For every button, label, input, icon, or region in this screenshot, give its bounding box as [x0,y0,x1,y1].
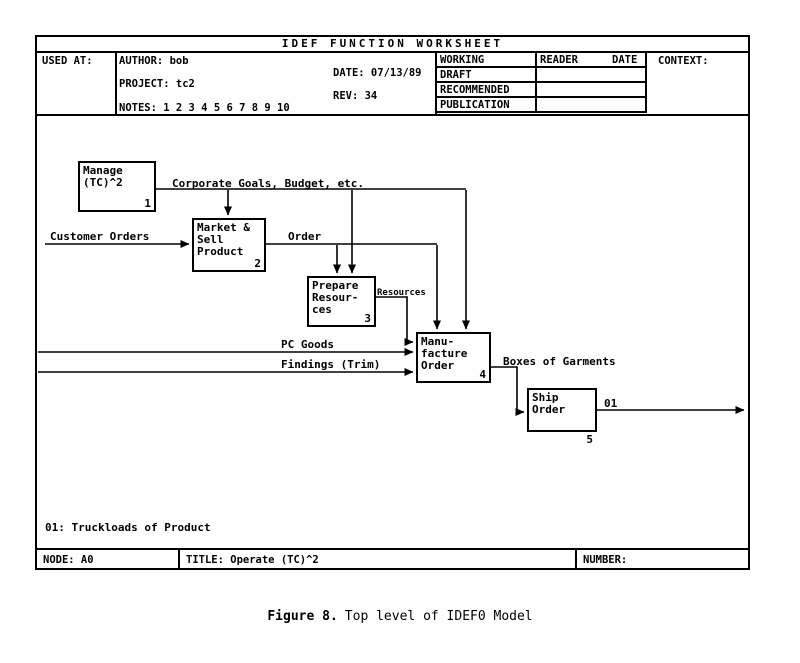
status-row-divider [435,111,647,113]
date-field: DATE: 07/13/89 [333,67,422,79]
status-row-divider [435,96,647,98]
activity-box-number: 3 [364,312,371,325]
used-at-label: USED AT: [42,55,93,67]
figure-caption: Figure 8. Top level of IDEF0 Model [0,609,800,624]
arrow-boxes-of-garments [491,366,525,416]
reader-label: READER [540,54,578,66]
figure-caption-number: Figure 8. [267,609,338,624]
footnote-output-01: 01: Truckloads of Product [45,521,211,534]
label-output-01: 01 [604,397,618,410]
status-working: WORKING [440,54,485,66]
activity-box-label: Manu- facture Order [421,335,468,372]
notes-field: NOTES: 1 2 3 4 5 6 7 8 9 10 [119,102,290,114]
reader-date-label: DATE [612,54,638,66]
activity-box-label: Prepare Resour- ces [312,279,359,316]
context-label: CONTEXT: [658,55,709,67]
label-order: Order [288,230,322,243]
figure-caption-text: Top level of IDEF0 Model [344,609,533,624]
status-row-divider [435,66,647,68]
activity-box-label: Manage (TC)^2 [83,164,123,189]
activity-box-number: 4 [479,368,486,381]
project-field: PROJECT: tc2 [119,78,195,90]
activity-box-manage: Manage (TC)^2 1 [78,161,156,212]
worksheet-header: USED AT: AUTHOR: bob PROJECT: tc2 NOTES:… [37,53,748,116]
activity-box-ship-order: Ship Order 5 [527,388,597,446]
status-recommended: RECOMMENDED [440,84,510,96]
header-divider [645,53,647,113]
label-resources: Resources [377,288,426,298]
arrow-resources [376,296,414,346]
status-publication: PUBLICATION [440,99,510,111]
activity-box-label: Market & Sell Product [197,221,250,258]
header-divider [535,53,537,113]
header-divider [115,53,117,114]
worksheet-title: IDEF FUNCTION WORKSHEET [37,37,748,53]
activity-box-label: Ship Order [532,391,566,416]
status-draft: DRAFT [440,69,472,81]
activity-box-prepare-resources: Prepare Resour- ces 3 [307,276,376,327]
activity-box-number: 2 [254,257,261,270]
rev-field: REV: 34 [333,90,378,102]
node-field: NODE: A0 [37,550,180,568]
status-row-divider [435,81,647,83]
activity-box-number: 5 [586,433,593,446]
title-field: TITLE: Operate (TC)^2 [180,550,577,568]
label-pc-goods: PC Goods [281,338,334,351]
label-customer-orders: Customer Orders [50,230,150,243]
label-findings-trim: Findings (Trim) [281,358,381,371]
label-boxes-of-garments: Boxes of Garments [503,355,616,368]
number-field: NUMBER: [583,554,628,566]
activity-box-market-sell: Market & Sell Product 2 [192,218,266,272]
label-corporate-goals: Corporate Goals, Budget, etc. [172,177,365,190]
header-divider [435,53,437,114]
worksheet-frame: IDEF FUNCTION WORKSHEET USED AT: AUTHOR:… [35,35,750,570]
activity-box-manufacture-order: Manu- facture Order 4 [416,332,491,383]
author-field: AUTHOR: bob [119,55,189,67]
activity-box-number: 1 [144,197,151,210]
worksheet-footer: NODE: A0 TITLE: Operate (TC)^2 NUMBER: [37,548,748,568]
